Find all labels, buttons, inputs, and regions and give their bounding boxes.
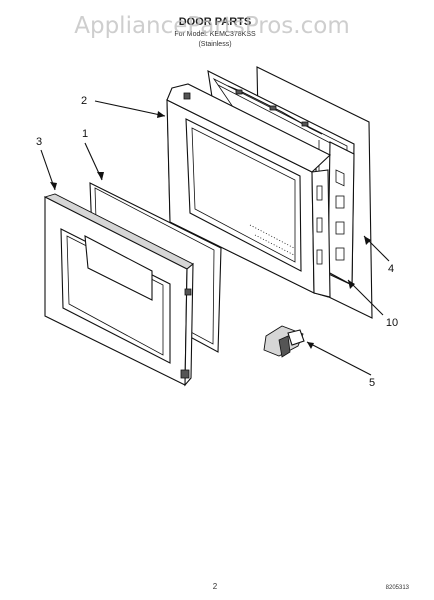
- model-line: For Model: KEMC378KSS: [174, 31, 256, 38]
- page-title: DOOR PARTS: [179, 16, 252, 28]
- part-3-outer-door: [43, 193, 194, 387]
- callout-1: 1: [82, 128, 88, 140]
- callout-5: 5: [369, 377, 375, 389]
- part-2-inner-door-frame: [166, 83, 331, 298]
- callout-4: 4: [388, 263, 394, 275]
- part-5-door-latch: [263, 325, 305, 358]
- callout-10: 10: [386, 317, 398, 329]
- color-line: (Stainless): [198, 41, 231, 48]
- leader-lines: [40, 100, 390, 376]
- callout-3: 3: [36, 136, 42, 148]
- callout-2: 2: [81, 95, 87, 107]
- part-code: 8205313: [386, 585, 410, 591]
- page-number: 2: [213, 582, 218, 591]
- watermark-text: AppliancePartsPros.com: [74, 13, 349, 39]
